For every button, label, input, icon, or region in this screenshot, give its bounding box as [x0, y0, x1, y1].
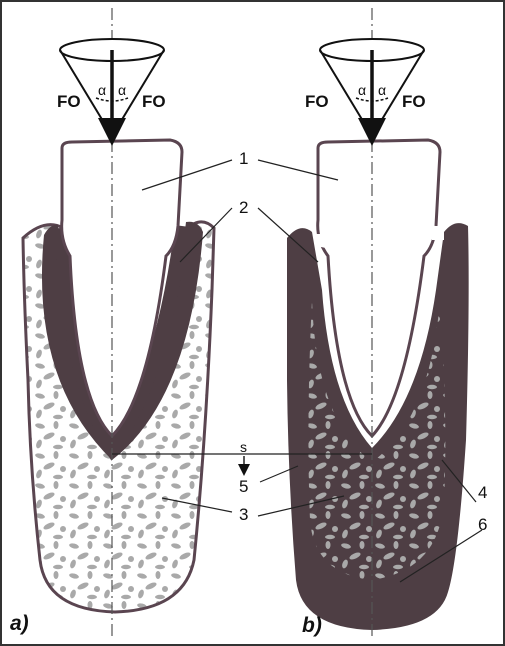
callout-1: 1	[239, 149, 248, 168]
callout-5: 5	[239, 477, 248, 496]
s-label: s	[240, 439, 247, 455]
callout-6: 6	[478, 515, 487, 534]
angle-label-a-right: α	[118, 82, 126, 98]
force-cone-a	[60, 39, 164, 136]
panel-b-diagram	[287, 140, 469, 630]
force-label-b-left: FO	[305, 92, 329, 111]
callout-3: 3	[239, 505, 248, 524]
callout-4: 4	[478, 483, 487, 502]
force-label-a-left: FO	[57, 92, 81, 111]
force-label-a-right: FO	[142, 92, 166, 111]
panel-a-diagram	[23, 140, 214, 612]
angle-label-a-left: α	[98, 82, 106, 98]
angle-label-b-left: α	[358, 82, 366, 98]
callout-2: 2	[239, 198, 248, 217]
panel-label-b: b)	[302, 614, 322, 637]
angle-label-b-right: α	[378, 82, 386, 98]
panel-label-a: a)	[10, 612, 29, 635]
force-label-b-right: FO	[402, 92, 426, 111]
force-cone-b	[320, 39, 424, 136]
